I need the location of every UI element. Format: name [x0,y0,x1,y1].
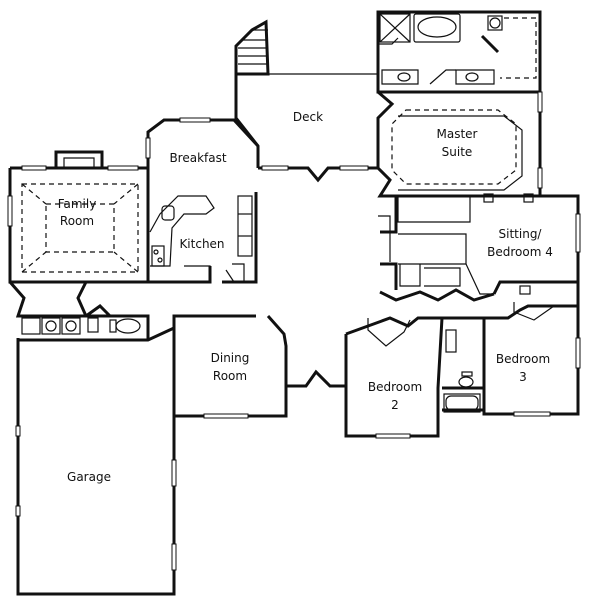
deck-stairs [234,19,378,76]
label-bedroom2-1: Bedroom [368,380,422,394]
room-labels: Deck Master Suite Breakfast Family Room … [58,110,553,484]
label-bedroom3-2: 3 [519,370,527,384]
label-family-2: Room [60,214,94,228]
label-kitchen: Kitchen [179,237,224,251]
label-master-1: Master [437,127,478,141]
master-suite [376,90,543,203]
label-garage: Garage [67,470,111,484]
hall-closets [378,196,495,302]
hall-bath [442,316,486,413]
breakfast-deck-wall [258,165,378,183]
label-sitting-2: Bedroom 4 [487,245,553,259]
label-dining-1: Dining [211,351,250,365]
label-master-2: Suite [442,145,473,159]
label-family-1: Family [58,197,97,211]
bedroom-3 [482,302,581,417]
master-bath [376,10,542,94]
laundry-area [8,281,150,340]
label-bedroom3-1: Bedroom [496,352,550,366]
label-sitting-1: Sitting/ [499,227,543,241]
garage [15,325,177,596]
breakfast-kitchen [145,117,260,284]
label-breakfast: Breakfast [169,151,226,165]
dining-room [172,314,346,419]
bedroom-2 [344,316,444,439]
label-bedroom2-2: 2 [391,398,399,412]
label-dining-2: Room [213,369,247,383]
label-deck: Deck [293,110,323,124]
